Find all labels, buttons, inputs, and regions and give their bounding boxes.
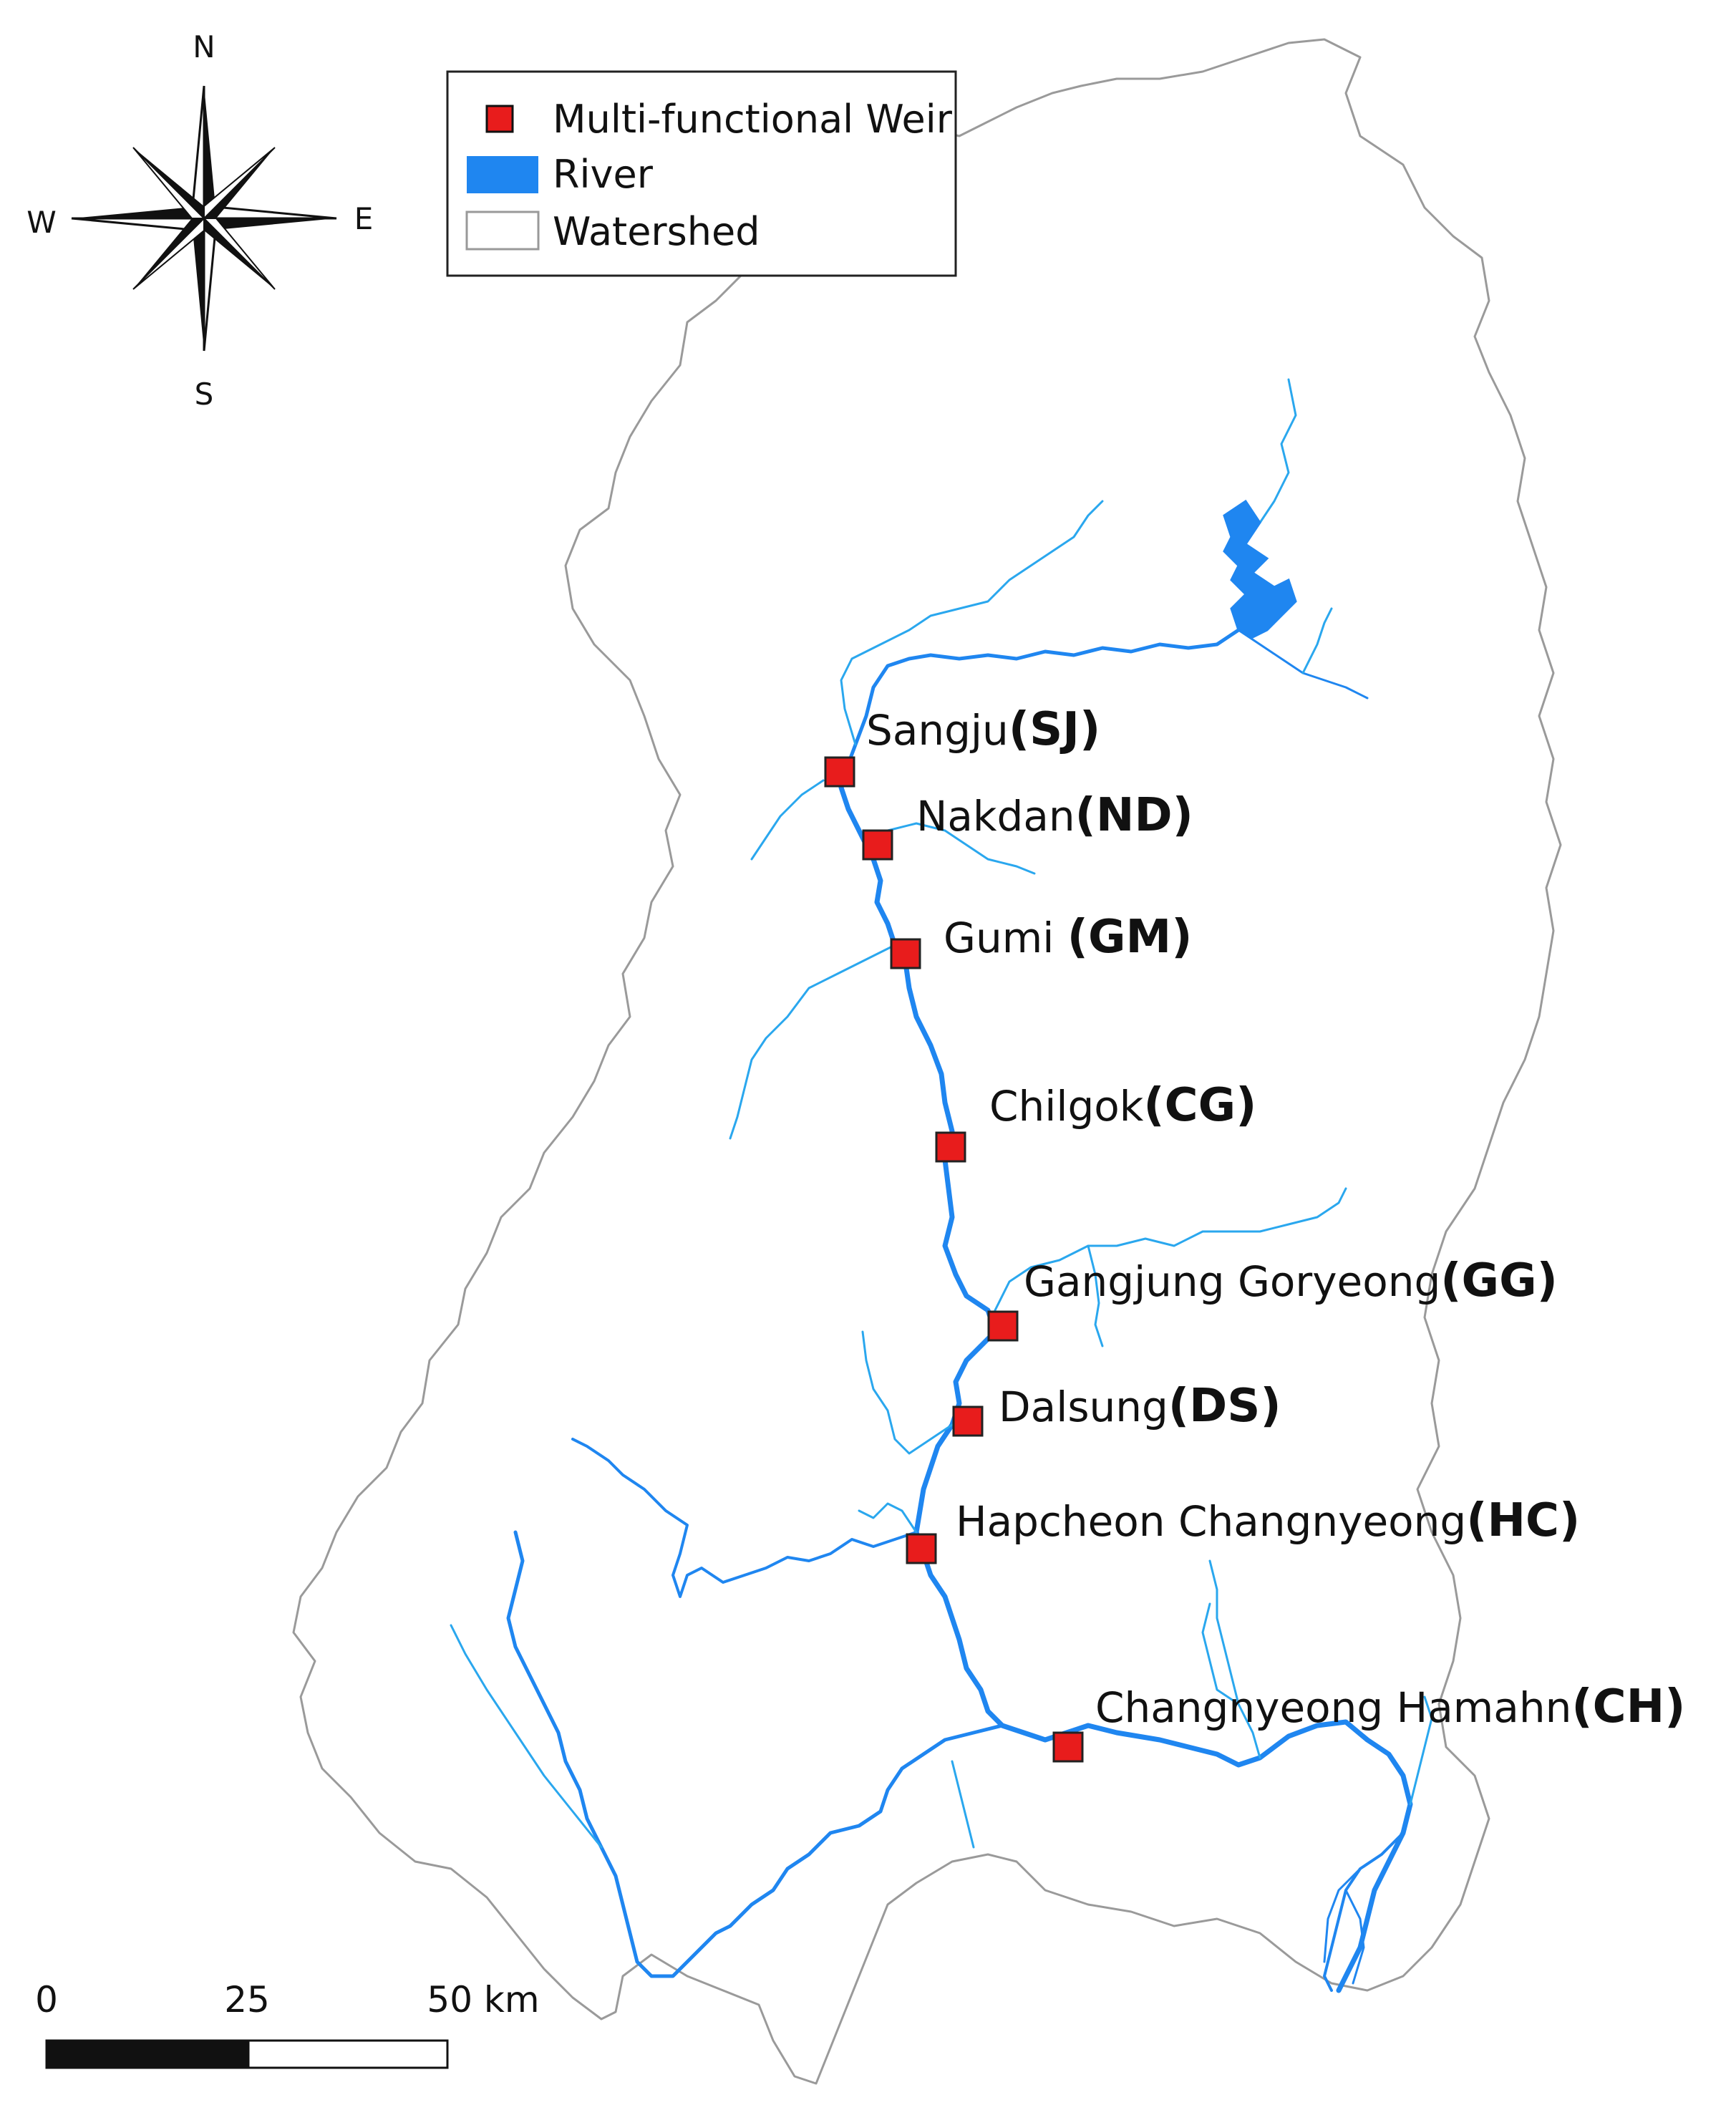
delta-channel-2: [1344, 1889, 1365, 1985]
reservoir: [1223, 499, 1297, 639]
weir-marker-gangjung-goryeong[interactable]: [987, 1310, 1019, 1342]
legend-watershed-label: Watershed: [553, 209, 760, 254]
delta-channel-3: [1323, 1867, 1362, 1963]
compass-north-label: N: [193, 29, 215, 64]
weir-marker-hapcheon-changnyeong[interactable]: [906, 1533, 937, 1564]
legend-weir-label: Multi-functional Weir: [553, 97, 953, 142]
tributary-gangjung-branch: [1087, 1244, 1104, 1347]
weir-marker-gumi[interactable]: [890, 938, 921, 969]
scale-tick-25: 25: [224, 1979, 270, 2021]
compass-south-label: S: [195, 377, 214, 412]
delta-east-stream: [1409, 1695, 1433, 1806]
weir-label-hapcheon-changnyeong: Hapcheon Changnyeong(HC): [956, 1494, 1580, 1547]
weir-label-changnyeong-hamahn: Changnyeong Hamahn(CH): [1095, 1680, 1685, 1733]
weir-label-sangju: Sangju(SJ): [866, 703, 1100, 756]
scale-tick-0: 0: [35, 1979, 58, 2021]
tributary-south-small: [951, 1760, 975, 1849]
northeast-stream: [1259, 378, 1297, 524]
weir-label-gangjung-goryeong: Gangjung Goryeong(GG): [1024, 1254, 1558, 1307]
weir-marker-chilgok[interactable]: [935, 1131, 966, 1163]
legend-weir-swatch: [485, 105, 514, 133]
scale-segment-black: [45, 2039, 250, 2069]
tributary-gumi-west: [729, 944, 896, 1140]
legend: Multi-functional Weir River Watershed: [446, 70, 957, 277]
scale-segment-white: [247, 2039, 449, 2069]
weir-label-chilgok: Chilgok(CG): [989, 1079, 1256, 1132]
watershed-boundary: [292, 38, 1562, 2085]
scale-bar: 0 25 50 km: [35, 1979, 540, 2069]
tributary-hapcheon-upper: [858, 1502, 918, 1534]
compass-west-label: W: [26, 205, 57, 240]
tributary-gangjung-east: [994, 1187, 1347, 1312]
weir-marker-changnyeong-hamahn[interactable]: [1052, 1731, 1084, 1763]
upper-river: [843, 628, 1241, 775]
delta-channel-1: [1323, 1831, 1405, 1992]
weir-label-nakdan: Nakdan(ND): [916, 789, 1193, 842]
tributary-nakdan-east: [886, 822, 1036, 875]
tributary-east-branch: [1201, 1602, 1240, 1705]
tributary-hapcheon-west: [571, 1438, 918, 1598]
weir-marker-nakdan[interactable]: [862, 829, 893, 861]
tributary-dalsung-west: [861, 1330, 954, 1455]
compass-east-label: E: [354, 201, 374, 236]
legend-river-swatch: [467, 156, 538, 193]
weir-label-gumi: Gumi (GM): [944, 911, 1192, 964]
tributary-north-upper: [840, 500, 1104, 746]
legend-watershed-swatch: [465, 210, 540, 251]
weir-label-dalsung: Dalsung(DS): [999, 1380, 1281, 1433]
reservoir-east-arm: [1301, 607, 1333, 674]
weir-marker-dalsung[interactable]: [952, 1405, 984, 1437]
compass-rose: [71, 85, 337, 352]
weir-marker-sangju[interactable]: [824, 756, 855, 788]
tributary-southwest-long: [506, 1530, 1004, 1978]
tributary-west-sangju: [750, 779, 825, 861]
legend-river-label: River: [553, 152, 654, 197]
scale-tick-50: 50 km: [427, 1979, 539, 2021]
tributary-southwest-branch: [450, 1624, 603, 1849]
tributary-east-changnyeong: [1208, 1559, 1261, 1759]
weir-markers: Sangju(SJ) Nakdan(ND) Gumi (GM) Chilgok(…: [824, 703, 1685, 1763]
